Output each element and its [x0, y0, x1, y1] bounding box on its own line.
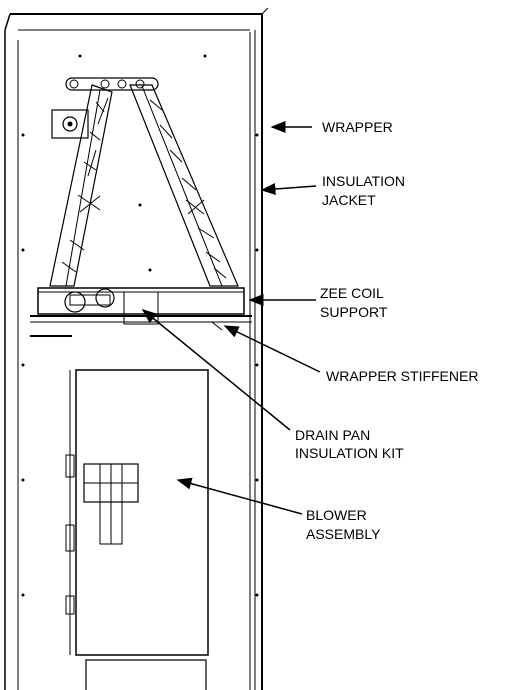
cabinet: [4, 7, 269, 690]
callout-arrows: [141, 121, 321, 515]
callout-labels: WRAPPER INSULATION JACKET ZEE COIL SUPPO…: [295, 119, 478, 542]
drain-pan: [30, 287, 252, 337]
label-drain-pan-line1: DRAIN PAN: [295, 427, 370, 443]
label-wrapper-stiffener: WRAPPER STIFFENER: [326, 368, 478, 384]
label-zee-coil-line2: SUPPORT: [320, 304, 388, 320]
insulation-jacket-arrow: [260, 183, 317, 195]
label-zee-coil-line1: ZEE COIL: [320, 285, 384, 301]
label-insulation-jacket-line2: JACKET: [322, 192, 376, 208]
drain-pan-arrow: [141, 309, 291, 431]
blower-arrow: [176, 477, 303, 515]
blower-assembly: [65, 369, 209, 690]
a-coil: [49, 77, 239, 287]
label-blower-line1: BLOWER: [306, 507, 367, 523]
label-blower-line2: ASSEMBLY: [306, 526, 381, 542]
label-insulation-jacket-line1: INSULATION: [322, 173, 405, 189]
wrapper-stiffener-arrow: [223, 325, 321, 373]
label-wrapper: WRAPPER: [322, 119, 393, 135]
label-drain-pan-line2: INSULATION KIT: [295, 445, 404, 461]
